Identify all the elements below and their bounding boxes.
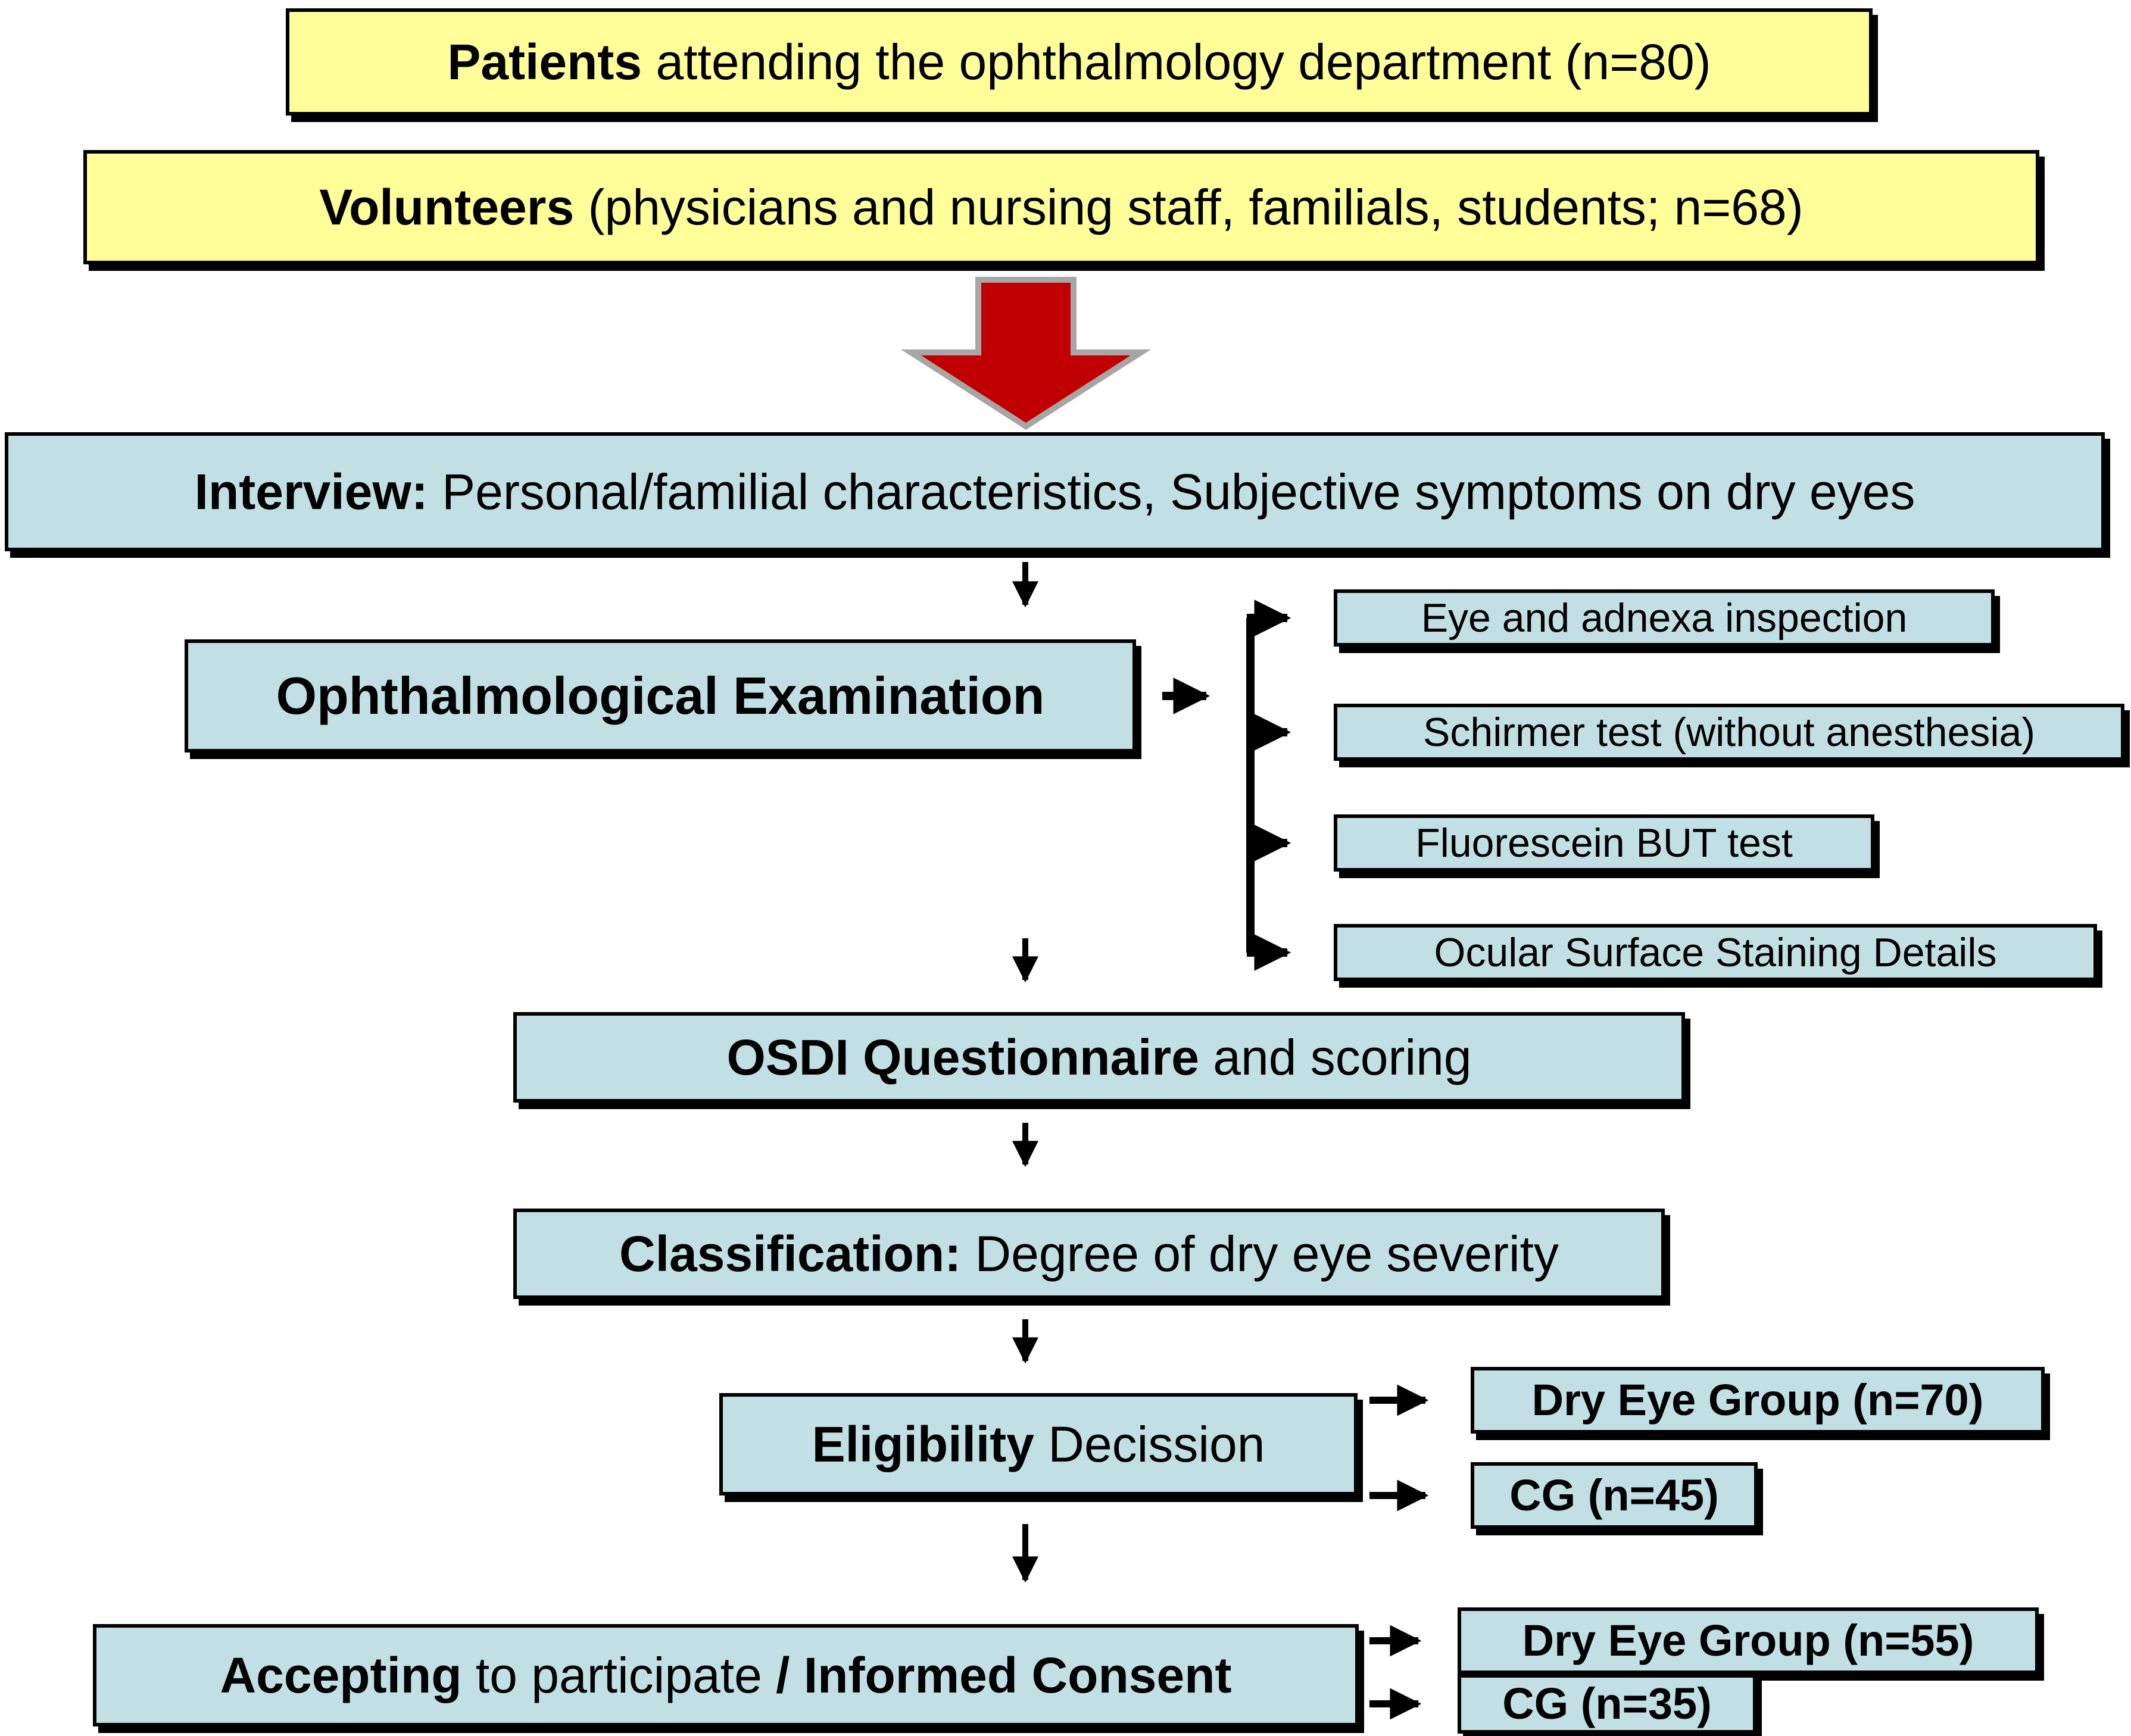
interview-label-rest: Personal/familial characteristics, Subje… bbox=[428, 463, 1915, 520]
osdi-label-rest: and scoring bbox=[1199, 1029, 1472, 1085]
branch-box-schirmer-test: Schirmer test (without anesthesia) bbox=[1334, 704, 2124, 761]
branch-label-eye-adnexa: Eye and adnexa inspection bbox=[1421, 595, 1908, 641]
branch-label-ocular-staining: Ocular Surface Staining Details bbox=[1434, 929, 1997, 975]
branch-label-schirmer-test: Schirmer test (without anesthesia) bbox=[1423, 709, 2035, 755]
branch-box-eye-adnexa: Eye and adnexa inspection bbox=[1334, 589, 1995, 647]
interview-label-bold: Interview: bbox=[194, 463, 428, 520]
branch-box-fluorescein-but: Fluorescein BUT test bbox=[1334, 814, 1874, 872]
red-down-arrow-icon bbox=[900, 277, 1152, 430]
patients-box: Patients attending the ophthalmology dep… bbox=[286, 8, 1873, 115]
volunteers-label-bold: Volunteers bbox=[319, 179, 575, 235]
dry-eye-group-55-box: Dry Eye Group (n=55) bbox=[1458, 1607, 2039, 1674]
patients-label-bold: Patients bbox=[447, 33, 642, 90]
consent-label-bold-start: Accepting bbox=[220, 1647, 462, 1703]
cg-35-box: CG (n=35) bbox=[1458, 1674, 1756, 1734]
classification-box: Classification: Degree of dry eye severi… bbox=[513, 1209, 1665, 1299]
consent-label-bold-end: / Informed Consent bbox=[776, 1647, 1232, 1703]
ophthalmological-examination-box: Ophthalmological Examination bbox=[185, 639, 1136, 753]
classification-label-rest: Degree of dry eye severity bbox=[961, 1225, 1559, 1282]
eligibility-decision-box: Eligibility Decission bbox=[719, 1393, 1358, 1495]
eligibility-label-bold: Eligibility bbox=[812, 1416, 1034, 1472]
cg-35-label: CG (n=35) bbox=[1502, 1679, 1712, 1729]
eligibility-label-rest: Decission bbox=[1034, 1416, 1265, 1472]
dry-eye-group-70-label: Dry Eye Group (n=70) bbox=[1531, 1375, 1984, 1425]
branch-label-fluorescein-but: Fluorescein BUT test bbox=[1415, 820, 1793, 866]
volunteers-box: Volunteers (physicians and nursing staff… bbox=[83, 150, 2039, 264]
patients-label-rest: attending the ophthalmology department (… bbox=[642, 33, 1711, 90]
volunteers-label-rest: (physicians and nursing staff, familials… bbox=[574, 179, 1804, 235]
classification-label-bold: Classification: bbox=[619, 1225, 962, 1282]
cg-45-box: CG (n=45) bbox=[1471, 1462, 1758, 1529]
cg-45-label: CG (n=45) bbox=[1509, 1470, 1719, 1520]
interview-box: Interview: Personal/familial characteris… bbox=[5, 432, 2105, 551]
dry-eye-group-70-box: Dry Eye Group (n=70) bbox=[1471, 1367, 2045, 1434]
informed-consent-box: Accepting to participate / Informed Cons… bbox=[93, 1624, 1359, 1726]
branch-box-ocular-staining: Ocular Surface Staining Details bbox=[1334, 924, 2097, 981]
osdi-questionnaire-box: OSDI Questionnaire and scoring bbox=[513, 1012, 1685, 1103]
dry-eye-group-55-label: Dry Eye Group (n=55) bbox=[1522, 1616, 1974, 1666]
exam-label: Ophthalmological Examination bbox=[276, 666, 1045, 725]
consent-label-middle: to participate bbox=[461, 1647, 776, 1703]
osdi-label-bold: OSDI Questionnaire bbox=[726, 1029, 1199, 1085]
